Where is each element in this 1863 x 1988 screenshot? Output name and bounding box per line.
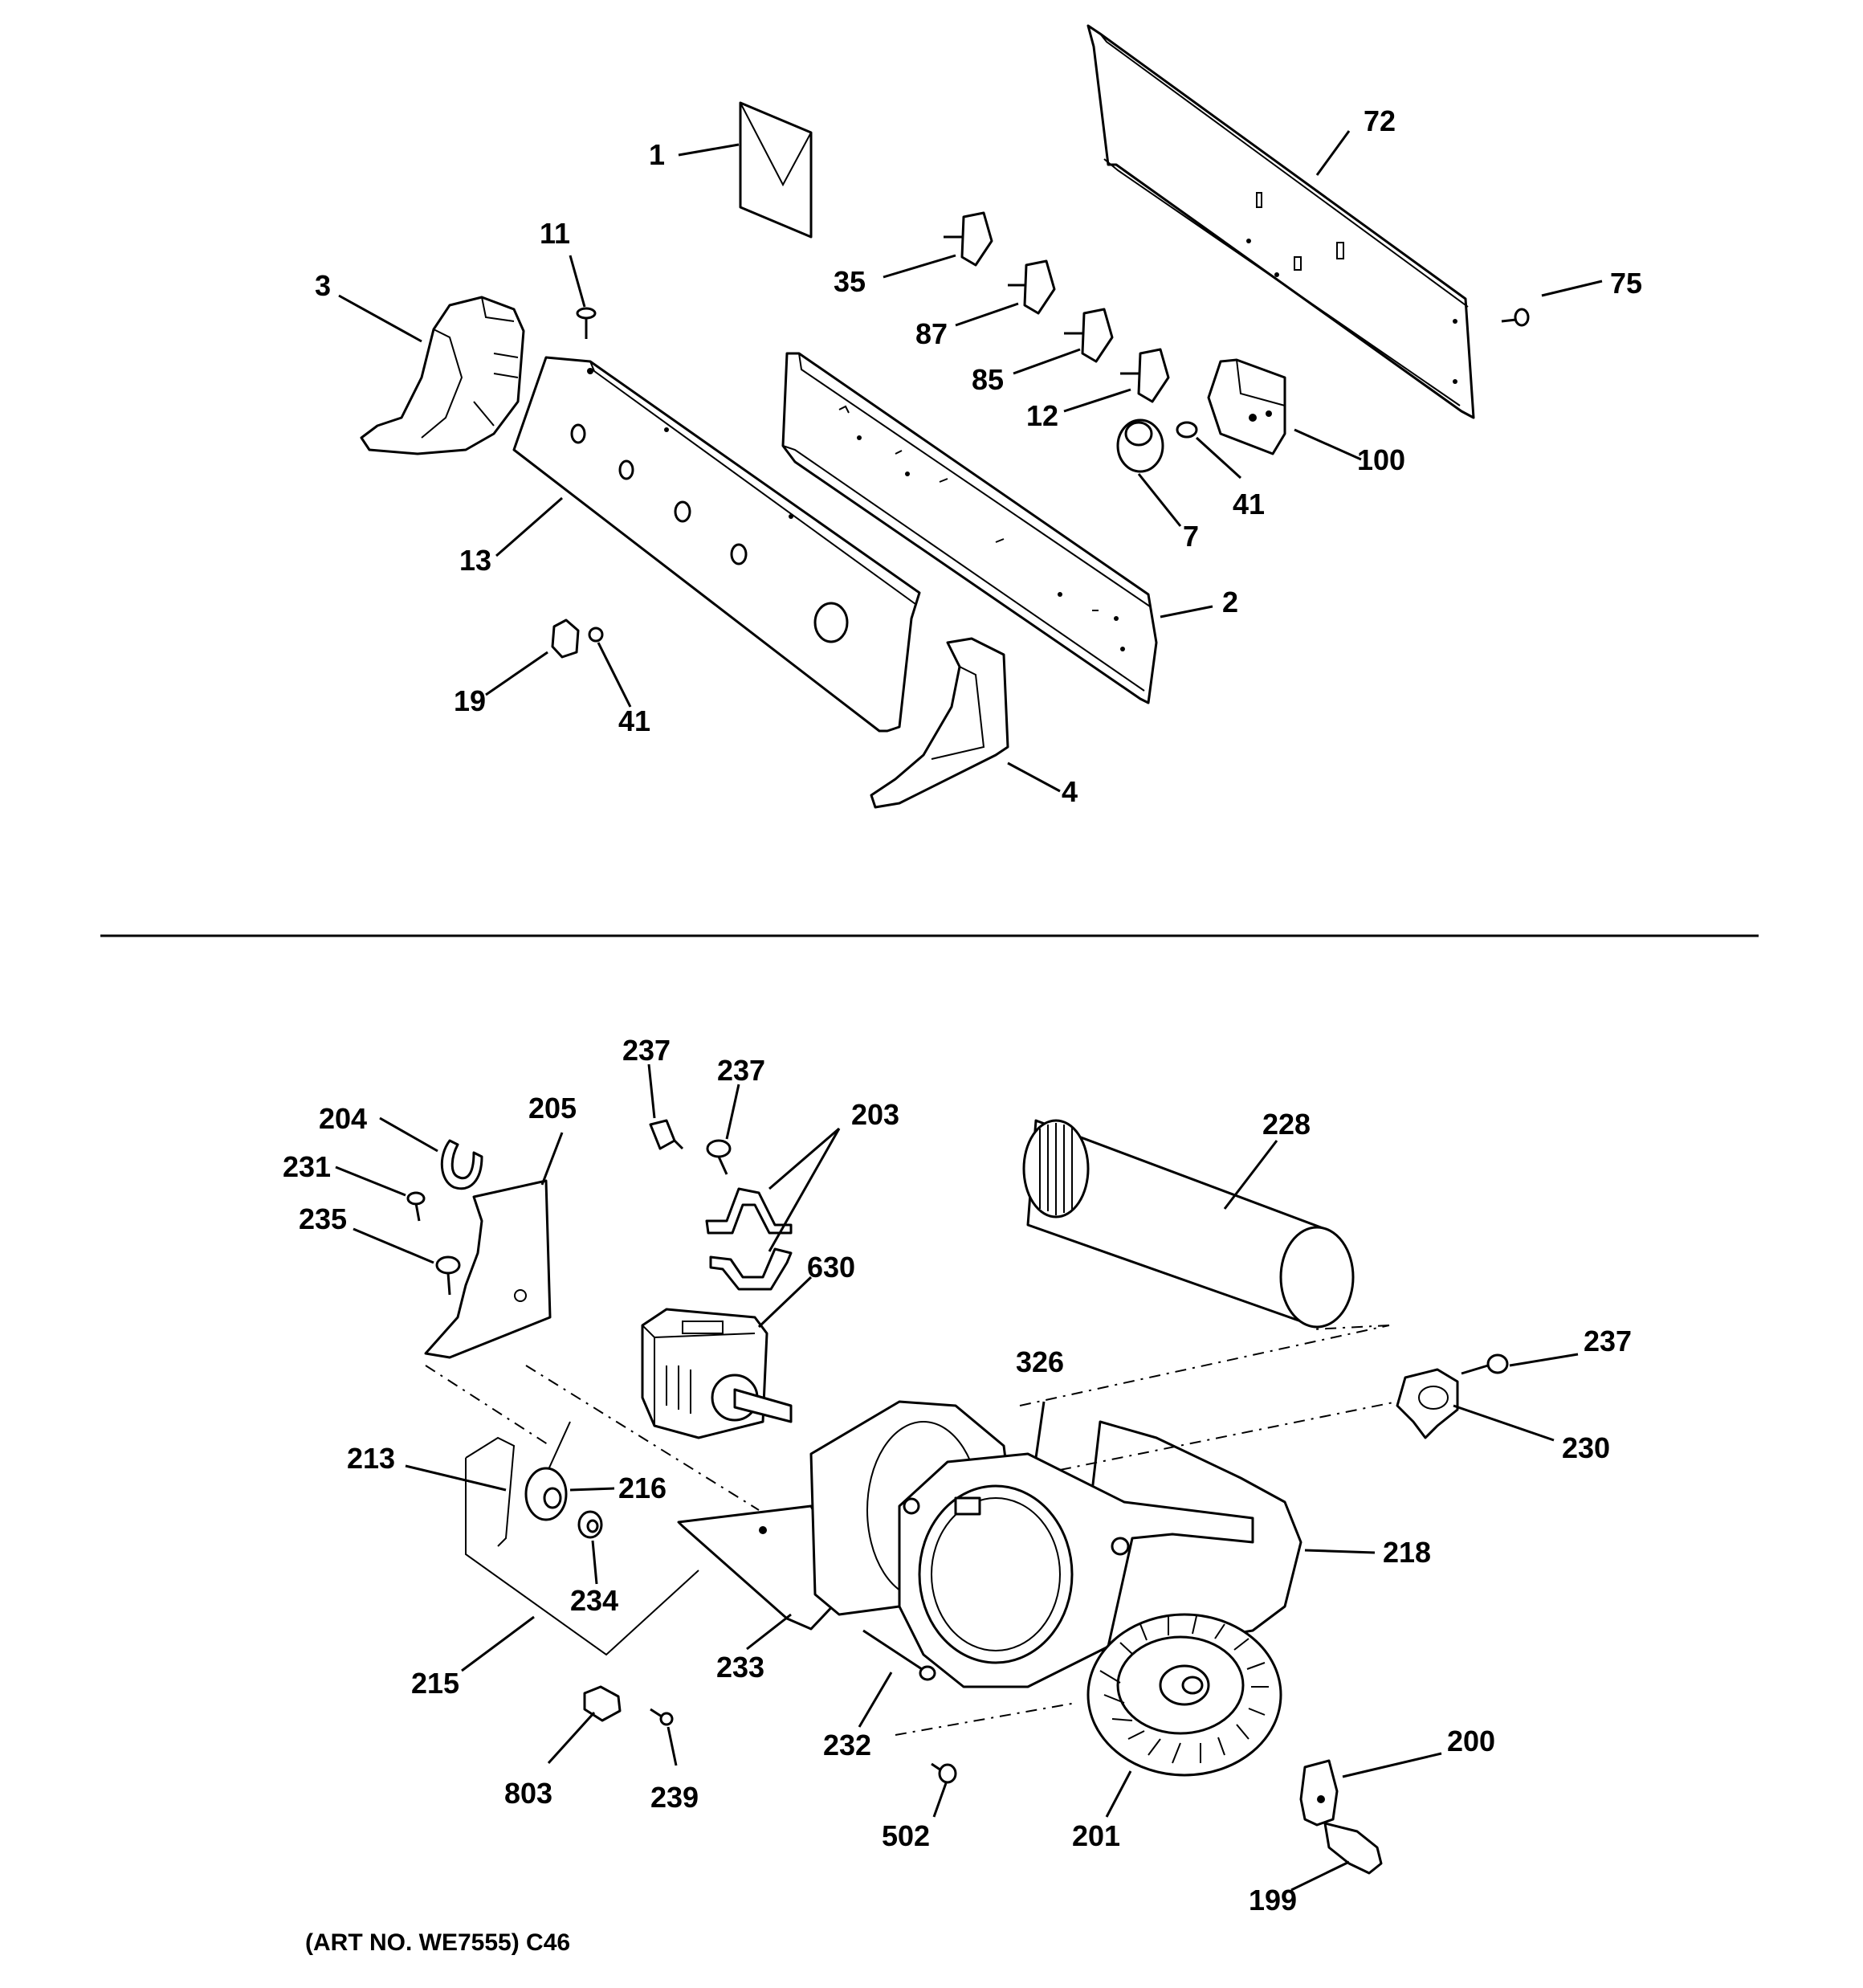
part-41-insert-top	[1176, 421, 1198, 439]
label-237-right: 237	[1584, 1325, 1632, 1357]
part-237-screw-right	[1461, 1353, 1509, 1375]
part-230-thermostat	[1396, 1368, 1459, 1439]
label-100: 100	[1357, 443, 1405, 476]
label-41-bottom: 41	[618, 704, 650, 737]
label-803: 803	[504, 1777, 552, 1810]
part-203-clamps	[705, 1187, 793, 1291]
label-13: 13	[459, 544, 491, 577]
part-13-control-panel	[512, 356, 921, 733]
label-4: 4	[1062, 775, 1078, 808]
label-215: 215	[411, 1667, 459, 1700]
label-216: 216	[618, 1472, 667, 1504]
part-218-blower-housing	[809, 1400, 1302, 1688]
label-11: 11	[540, 217, 570, 250]
label-228: 228	[1262, 1108, 1311, 1141]
label-234: 234	[570, 1584, 618, 1617]
part-213-215-rod	[465, 1421, 699, 1656]
label-205: 205	[528, 1092, 577, 1125]
label-203: 203	[851, 1098, 899, 1131]
part-201-blower-wheel	[1086, 1613, 1282, 1777]
leader-lines-bottom	[335, 1063, 1579, 1892]
part-216-pulley	[524, 1467, 568, 1521]
part-19-knob	[551, 618, 580, 659]
part-234-nut	[577, 1510, 603, 1539]
part-205-bracket	[424, 1179, 552, 1359]
part-1-envelope	[739, 101, 813, 239]
part-4-end-bracket	[870, 637, 1009, 809]
art-number-caption: (ART NO. WE7555) C46	[305, 1929, 570, 1956]
label-218: 218	[1383, 1536, 1431, 1569]
part-204-clip	[440, 1139, 483, 1190]
label-3: 3	[315, 269, 331, 302]
part-2-support-rail	[781, 352, 1158, 704]
part-228-duct	[1022, 1119, 1355, 1329]
label-213: 213	[347, 1442, 395, 1475]
label-233: 233	[716, 1651, 764, 1684]
part-41-insert-bottom	[588, 627, 604, 643]
part-803-switch	[583, 1685, 622, 1722]
label-231: 231	[283, 1150, 331, 1183]
label-12: 12	[1026, 399, 1058, 432]
label-204: 204	[319, 1102, 367, 1135]
part-3-end-cap	[360, 296, 525, 455]
part-239-screw	[650, 1708, 674, 1726]
part-237-screw-middle	[706, 1139, 732, 1175]
label-72: 72	[1364, 104, 1396, 137]
part-231-screw	[406, 1191, 426, 1222]
part-7-knob	[1116, 418, 1164, 473]
label-1: 1	[649, 138, 665, 171]
label-2: 2	[1222, 586, 1238, 618]
label-199: 199	[1249, 1884, 1297, 1917]
assembly-dash-lines	[425, 1325, 1398, 1736]
label-239: 239	[650, 1781, 699, 1814]
part-232-pin	[862, 1629, 936, 1681]
label-200: 200	[1447, 1725, 1495, 1757]
leader-lines-top	[338, 130, 1603, 793]
label-232: 232	[823, 1729, 871, 1761]
label-87: 87	[915, 317, 948, 350]
part-237-thermistor-left	[649, 1119, 684, 1150]
part-199-bolt	[1323, 1822, 1383, 1875]
label-35: 35	[834, 265, 866, 298]
label-19: 19	[454, 684, 486, 717]
callout-labels-bottom: 237 237 203 228 204 205 231 235 630 326 …	[283, 1034, 1632, 1917]
callout-labels-top: 1 72 11 3 35 75 87 85 12 100 41 7 13 2 1…	[315, 104, 1642, 808]
label-41-top: 41	[1233, 488, 1265, 520]
label-326: 326	[1016, 1345, 1064, 1378]
part-11-screw	[576, 307, 597, 339]
label-235: 235	[299, 1202, 347, 1235]
part-75-screw	[1501, 308, 1530, 327]
part-87-switch	[1008, 259, 1056, 315]
label-630: 630	[807, 1251, 855, 1284]
label-201: 201	[1072, 1819, 1120, 1852]
part-72-back-panel	[1086, 24, 1475, 419]
part-200-bracket	[1299, 1759, 1339, 1827]
label-7: 7	[1183, 520, 1199, 553]
label-237-middle: 237	[717, 1054, 765, 1087]
label-85: 85	[972, 363, 1004, 396]
label-75: 75	[1610, 267, 1642, 300]
label-230: 230	[1562, 1431, 1610, 1464]
part-12-switch	[1120, 348, 1170, 403]
part-85-switch	[1064, 308, 1114, 363]
part-233-base-bracket	[677, 1504, 853, 1631]
label-502: 502	[882, 1819, 930, 1852]
label-237-left: 237	[622, 1034, 671, 1067]
part-630-motor	[641, 1308, 793, 1439]
part-502-screw	[931, 1762, 957, 1784]
part-235-screw	[435, 1255, 461, 1296]
part-35-switch	[944, 211, 993, 267]
part-100-timer	[1207, 358, 1286, 455]
